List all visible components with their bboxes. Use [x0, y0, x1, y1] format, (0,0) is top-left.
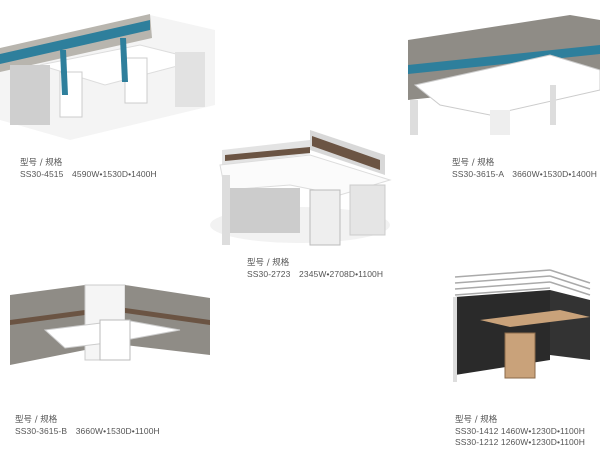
product-spec: SS30-3615-B 3660W•1530D•1100H [15, 426, 160, 436]
product-label: 型号 / 规格 SS30-4515 4590W•1530D•1400H [20, 158, 157, 180]
product-heading: 型号 / 规格 [452, 158, 495, 168]
product-heading: 型号 / 规格 [20, 158, 63, 168]
product-image-ss30-1412 [453, 269, 591, 382]
product-spec: SS30-3615-A 3660W•1530D•1400H [452, 169, 597, 179]
product-spec: SS30-4515 4590W•1530D•1400H [20, 169, 157, 179]
product-spec: SS30-1212 1260W•1230D•1100H [455, 437, 585, 447]
product-heading: 型号 / 规格 [247, 258, 290, 268]
product-label: 型号 / 规格 SS30-3615-B 3660W•1530D•1100H [15, 415, 160, 437]
product-image-ss30-2723 [210, 130, 392, 246]
product-image-ss30-3615-b [10, 284, 210, 365]
product-label: 型号 / 规格 SS30-3615-A 3660W•1530D•1400H [452, 158, 597, 180]
product-label: 型号 / 规格 SS30-2723 2345W•2708D•1100H [247, 258, 383, 280]
product-spec: SS30-2723 2345W•2708D•1100H [247, 269, 384, 279]
product-heading: 型号 / 规格 [15, 415, 58, 425]
product-heading: 型号 / 规格 [455, 415, 498, 425]
product-image-ss30-3615-a [408, 15, 600, 135]
product-spec: SS30-1412 1460W•1230D•1100H [455, 426, 585, 436]
product-image-ss30-4515 [0, 14, 215, 140]
product-label: 型号 / 规格 SS30-1412 1460W•1230D•1100H SS30… [455, 415, 585, 448]
